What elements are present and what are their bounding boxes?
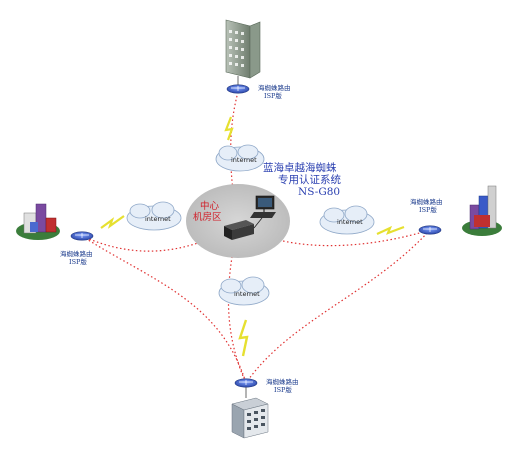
- top-lightning-icon: [224, 116, 234, 141]
- bottom-router-label-line2: ISP版: [274, 385, 292, 394]
- link-right-down-arc: [245, 229, 431, 384]
- link-top-to-center: [230, 91, 239, 226]
- bottom-router-icon: [234, 378, 258, 388]
- top-cloud-label: internet: [231, 156, 257, 164]
- bottom-lightning-icon: [238, 319, 249, 357]
- top-router-label-line2: ISP版: [264, 91, 282, 100]
- left-buildings-icon: [16, 203, 60, 240]
- bottom-building-icon: [231, 387, 269, 439]
- left-router-label-line2: ISP版: [69, 257, 87, 266]
- left-internet-cloud-icon: [126, 201, 182, 231]
- ns-g80-device-icon: [224, 217, 263, 240]
- dotted-links: [81, 91, 431, 384]
- top-router-icon: [226, 84, 250, 94]
- right-lightning-icon: [376, 225, 405, 235]
- left-router-icon: [70, 231, 94, 241]
- left-lightning-icon: [100, 215, 125, 229]
- right-internet-cloud-icon: [319, 205, 375, 235]
- system-title-line1: 蓝海卓越海蜘蛛: [263, 161, 337, 174]
- left-cloud-label: internet: [145, 215, 171, 223]
- top-internet-cloud-icon: [215, 144, 265, 172]
- system-title-line2: 专用认证系统: [278, 173, 341, 186]
- center-label-line1: 中心: [200, 200, 220, 212]
- right-router-icon: [418, 225, 442, 235]
- left-router-label-line1: 海蜘蛛路由: [60, 249, 93, 258]
- top-building-icon: [225, 19, 261, 86]
- right-router-label-line2: ISP版: [419, 205, 437, 214]
- link-left-down-arc: [81, 235, 247, 384]
- computer-icon: [250, 195, 276, 218]
- system-model: NS-G80: [298, 186, 340, 198]
- right-router-label-line1: 海蜘蛛路由: [410, 197, 443, 206]
- link-center-to-right: [237, 224, 431, 247]
- center-label-line2: 机房区: [193, 211, 222, 223]
- bottom-cloud-label: internet: [234, 290, 260, 298]
- right-cloud-label: internet: [337, 218, 363, 226]
- top-router-label-line1: 海蜘蛛路由: [258, 83, 291, 92]
- link-center-to-bottom: [227, 224, 247, 384]
- right-buildings-icon: [462, 185, 502, 236]
- bottom-internet-cloud-icon: [218, 276, 270, 306]
- bottom-router-label-line1: 海蜘蛛路由: [266, 377, 299, 386]
